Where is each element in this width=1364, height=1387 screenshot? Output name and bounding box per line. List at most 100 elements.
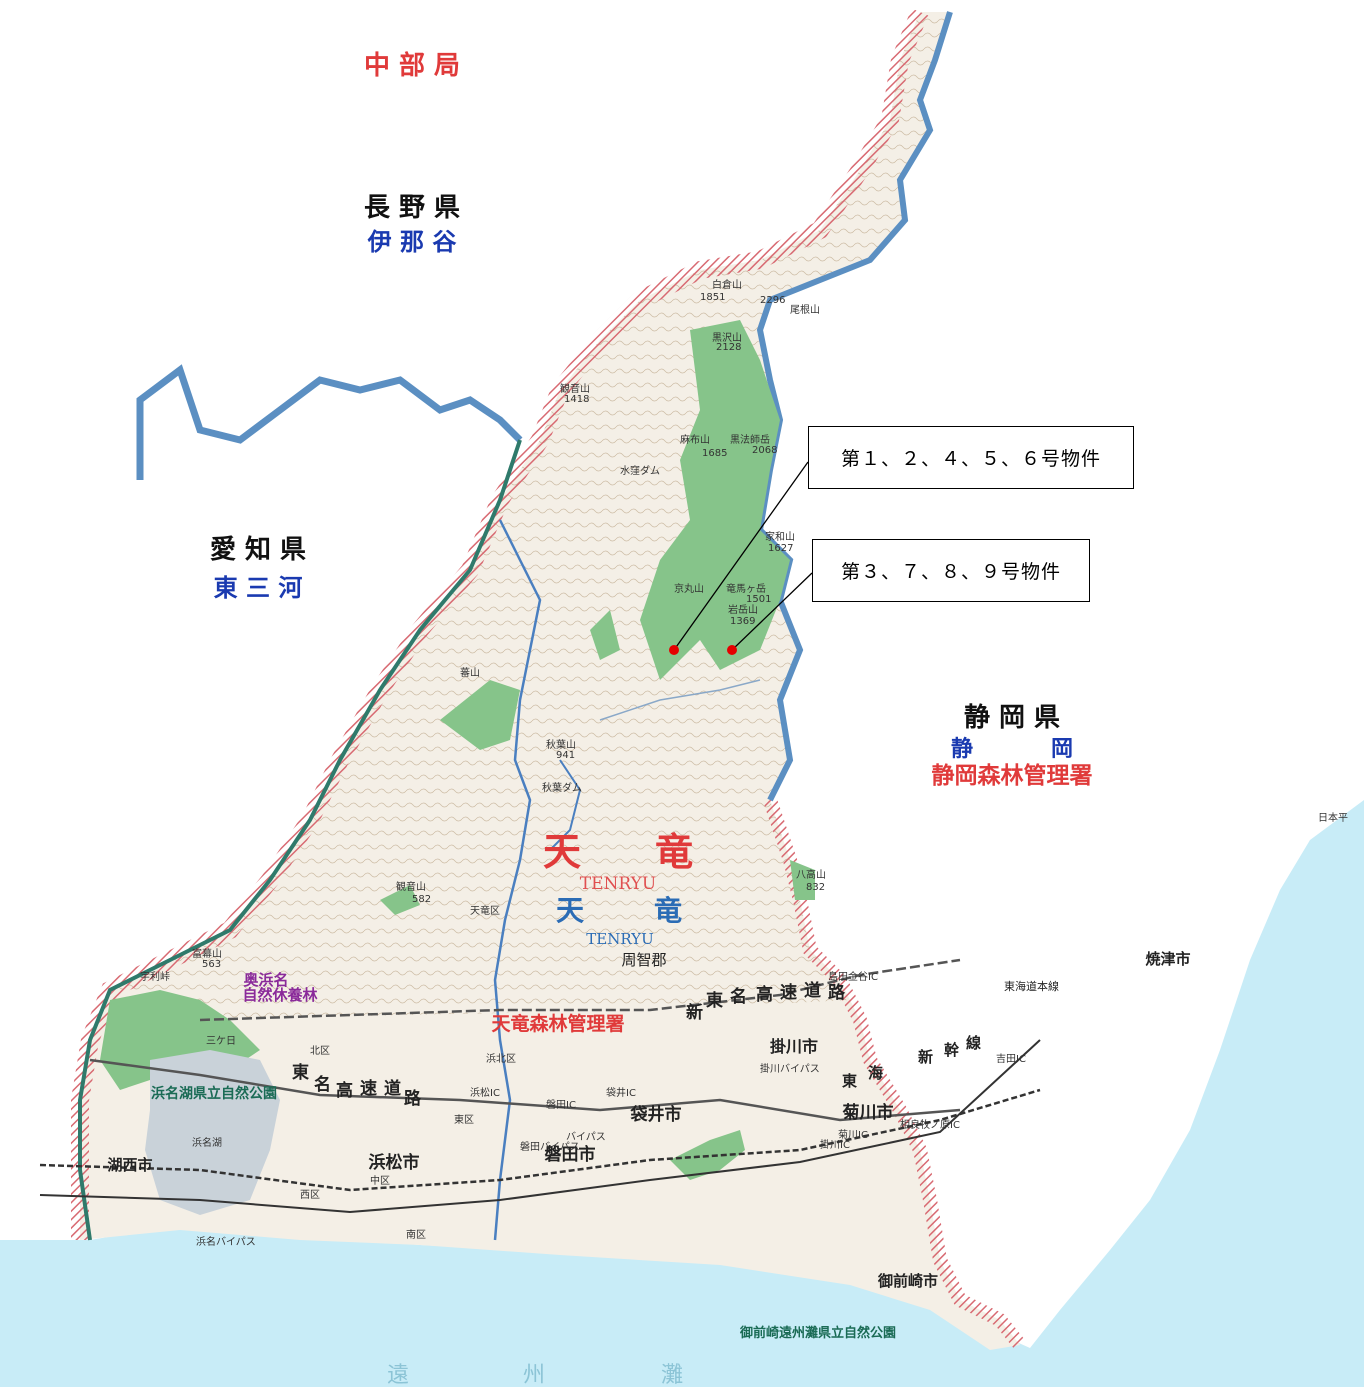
city-fukuroi: 袋井市	[630, 1104, 682, 1125]
river-branch	[549, 759, 582, 851]
property-marker-2[interactable]	[727, 645, 737, 655]
place-kikugawa-ic: 菊川IC	[838, 1129, 868, 1141]
mountain-tomisan-height: 563	[202, 959, 221, 970]
region-tenryu-1: 天	[543, 830, 581, 874]
place-kita-ku: 北区	[310, 1045, 330, 1057]
prefecture-border-west	[78, 439, 522, 1241]
sea-label-1: 遠	[387, 1363, 409, 1387]
mountain-onegayama: 尾根山	[790, 303, 820, 316]
mountain-iwatake: 岩岳山	[728, 603, 758, 616]
mountain-kannonsan: 観音山	[560, 382, 590, 395]
forest-patch-mid-3	[380, 885, 420, 915]
forest-patch-mid-1	[440, 680, 520, 750]
city-hamamatsu: 浜松市	[369, 1152, 420, 1173]
city-kakegawa: 掛川市	[770, 1037, 818, 1056]
place-kakegawa-bypass: 掛川バイパス	[760, 1062, 820, 1075]
place-nishi-ku: 西区	[300, 1189, 320, 1201]
callout-line-1	[673, 461, 809, 651]
mountain-yosanji: 家和山	[765, 530, 795, 543]
road-tomei: 東 名 高 速 道 路	[292, 1062, 422, 1109]
mountain-kannonsan-height: 1418	[564, 394, 589, 405]
district-boundary-east	[763, 797, 1026, 1350]
place-omaezaki-bypass: 浜名バイパス	[196, 1235, 256, 1248]
mountain-kyomaru: 京丸山	[674, 582, 704, 595]
mountain-shirakura-height: 1851	[700, 292, 725, 303]
mountain-shirakura: 白倉山	[712, 278, 742, 291]
mountain-mafusan: 麻布山	[680, 433, 710, 446]
place-fukuroi-ic: 袋井IC	[606, 1086, 636, 1099]
place-kakegawa-ic: 掛川IC	[820, 1138, 850, 1151]
region-tenryu-sub-1: 天	[556, 894, 584, 927]
region-tenryu-sub-2: 竜	[654, 894, 682, 927]
mountain-kurohoshi-height: 2068	[752, 445, 777, 456]
region-higashimikawa: 東 三 河	[214, 574, 303, 602]
place-iwata-bypass: 磐田バイパス	[520, 1140, 580, 1153]
park-hamanako: 浜名湖県立自然公園	[151, 1085, 277, 1102]
railway-tokaido	[39, 1088, 1041, 1192]
city-kikugawa: 菊川市	[843, 1102, 894, 1123]
region-nagano: 長 野 県	[364, 193, 460, 223]
road-tokaido: 東海道本線	[1004, 979, 1059, 993]
region-shizuoka-sub-2: 岡	[1051, 737, 1073, 762]
callout-properties-1-2-4-5-6[interactable]: 第１、２、４、５、６号物件	[808, 426, 1134, 489]
place-akiba-dam: 秋葉ダム	[542, 781, 582, 794]
place-naka-ku: 中区	[370, 1174, 390, 1187]
forest-patch-north	[640, 320, 790, 680]
place-yoshida-ic: 吉田IC	[996, 1053, 1026, 1065]
river-east	[599, 679, 761, 721]
park-omaezaki: 御前崎遠州灘県立自然公園	[739, 1325, 896, 1341]
mountain-akibasan-height: 941	[556, 750, 575, 761]
mountain-kurohoshi: 黒法師岳	[730, 433, 770, 446]
prefecture-border-east	[756, 11, 953, 802]
mountain-tomisan: 富幕山	[192, 947, 222, 960]
place-minami-ku: 南区	[406, 1228, 426, 1241]
region-shizuoka: 静 岡 県	[964, 702, 1060, 733]
place-mikkabi: 三ケ日	[206, 1035, 236, 1047]
city-omaezaki: 御前崎市	[877, 1272, 938, 1290]
mountain-hachiman: 八高山	[796, 868, 826, 881]
city-yaizu: 焼津市	[1145, 950, 1190, 968]
place-hamakita: 浜北区	[486, 1053, 516, 1065]
region-chubu: 中 部 局	[364, 51, 460, 81]
lake-hamana	[145, 1050, 280, 1215]
tenryu-office-label: 天竜森林管理署	[491, 1012, 624, 1035]
mountain-bandaisan: 蕃山	[460, 667, 480, 679]
callout-properties-3-7-8-9[interactable]: 第３、７、８、９号物件	[812, 539, 1090, 602]
sea-label-2: 州	[523, 1363, 545, 1387]
road-shinkansen: 新 幹 線	[918, 1034, 981, 1066]
place-nihondaira: 日本平	[1318, 811, 1348, 824]
mountain-akibasan: 秋葉山	[546, 738, 576, 751]
city-iwata: 磐田市	[544, 1144, 596, 1165]
city-kosai: 湖西市	[107, 1156, 152, 1174]
road-tokai: 東 海	[842, 1064, 883, 1090]
place-hamamatsu-ic: 浜松IC	[470, 1086, 500, 1099]
region-tenryu-2: 竜	[655, 830, 693, 874]
road-shin-tomei: 新 東 名 高 速 道 路	[686, 980, 846, 1023]
property-marker-1[interactable]	[669, 645, 679, 655]
park-shizen: 自然休養林	[242, 986, 318, 1004]
district-shuchi: 周智郡	[621, 951, 666, 969]
mountain-hachiman-height: 832	[806, 882, 825, 893]
region-shizuoka-sub-1: 静	[951, 736, 973, 762]
region-shizuoka-office: 静岡森林管理署	[932, 762, 1093, 789]
callout-line-2	[731, 572, 813, 651]
mountain-mafusan-height: 1685	[702, 448, 727, 459]
mountain-kurosawa-height: 2128	[716, 342, 741, 353]
mountain-tokamagatake: 竜馬ヶ岳	[726, 582, 766, 595]
place-bypass: バイパス	[566, 1131, 606, 1143]
place-tenryu-ku: 天竜区	[470, 904, 500, 917]
place-shimada-ic: 島田金谷IC	[828, 970, 878, 983]
region-ina: 伊 那 谷	[367, 228, 458, 256]
place-makinohara-ic: 相良牧ノ原IC	[900, 1118, 960, 1131]
region-tenryu-sub-en: TENRYU	[586, 930, 653, 948]
place-tomigasaki: 宇利峠	[140, 970, 170, 983]
place-higashi-ku: 東区	[454, 1113, 474, 1126]
river-tenryu	[493, 519, 542, 1241]
place-hamanako-lake: 浜名湖	[192, 1136, 222, 1149]
prefecture-border-blue	[136, 364, 523, 480]
mountain-iwatake-height: 1369	[730, 616, 755, 627]
place-suiryu-dam: 水窪ダム	[620, 464, 660, 477]
mountain-tokamagatake-height: 1501	[746, 594, 771, 605]
forest-patch-east	[790, 860, 815, 900]
